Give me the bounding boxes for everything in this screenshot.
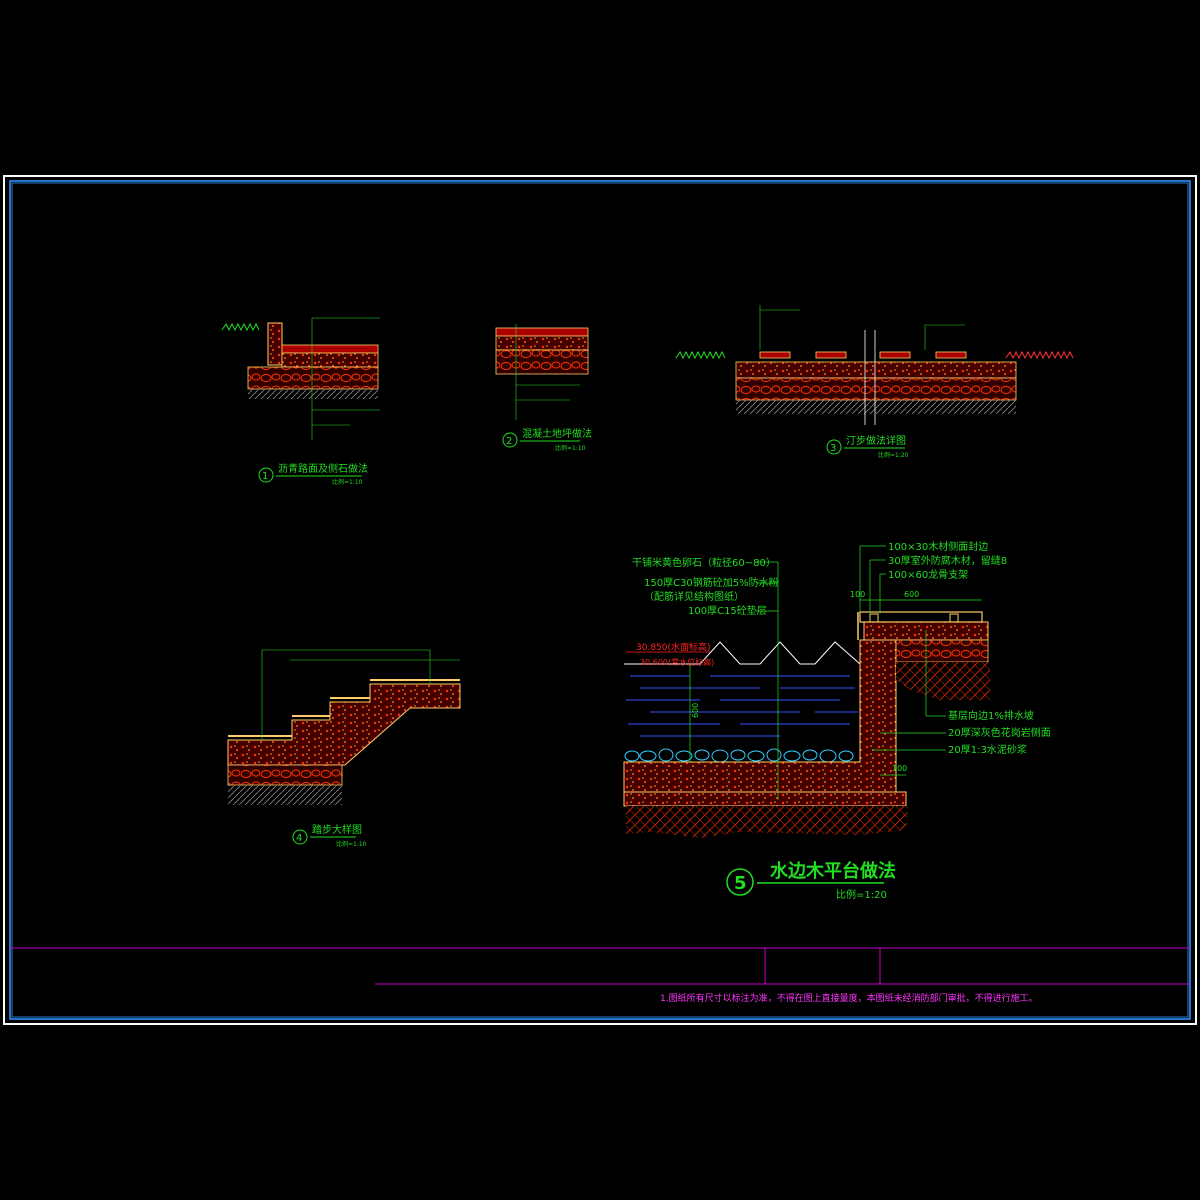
- label-cushion: 100厚C15砼垫层: [688, 604, 767, 617]
- title-block-note: 1.图纸所有尺寸以标注为准，不得在图上直接量度，本图纸未经消防部门审批，不得进行…: [660, 992, 1038, 1004]
- detail-scale: 比例=1:10: [336, 840, 367, 848]
- label-decking: 30厚室外防腐木材，留缝8: [888, 554, 1007, 567]
- grass-line: [1005, 350, 1074, 360]
- sand-layer: [735, 361, 1017, 379]
- detail-scale: 比例=1:20: [878, 451, 909, 459]
- rubble-layer: [735, 377, 1017, 401]
- water-surface-waves: [624, 641, 861, 665]
- stepping-stone: [759, 351, 791, 359]
- stair-body: [227, 683, 461, 766]
- detail-number: 5: [734, 873, 747, 894]
- soil-layer: [248, 389, 378, 399]
- detail-1: 1 沥青路面及侧石做法 比例=1:10: [221, 317, 380, 486]
- detail-number: 1: [262, 471, 268, 482]
- label-mortar: 20厚1:3水泥砂浆: [948, 743, 1027, 756]
- stepping-stone: [879, 351, 911, 359]
- wood-deck: [859, 611, 983, 623]
- soil-right: [896, 662, 990, 700]
- stepping-stone: [935, 351, 967, 359]
- deck-joist: [949, 613, 959, 623]
- detail-number: 3: [830, 443, 836, 454]
- label-pebble: 干铺米黄色卵石（粒径60~80）: [632, 556, 776, 569]
- detail-number: 2: [506, 436, 512, 447]
- detail-3: 3 汀步做法详图 比例=1:20: [675, 305, 1074, 459]
- stepping-stone: [815, 351, 847, 359]
- detail-scale: 比例=1:10: [555, 444, 586, 452]
- soil-mass: [626, 806, 908, 838]
- label-joist: 100×60龙骨支架: [888, 568, 968, 581]
- soil-layer: [736, 400, 1016, 414]
- detail-number-circle: [726, 868, 754, 896]
- inner-border-2: [11, 182, 1189, 1018]
- grass-line: [221, 322, 260, 332]
- label-concrete: 150厚C30钢筋砼加5%防水粉: [644, 576, 779, 589]
- rubble-base: [227, 764, 343, 786]
- gravel-fill: [895, 639, 989, 663]
- asphalt-layer: [281, 344, 379, 354]
- soil-layer: [228, 785, 342, 805]
- dim-label-100-bottom: 100: [892, 764, 907, 773]
- subbase-layer: [247, 366, 379, 390]
- detail-scale: 比例=1:10: [332, 478, 363, 486]
- concrete-mid: [495, 335, 589, 351]
- detail-scale: 比例=1:20: [836, 888, 887, 901]
- detail-5: 100 600 600 100 30.850(水面标高) 30.600(常水位标…: [623, 540, 1051, 901]
- inner-border: [9, 180, 1191, 1020]
- detail-number-circle: [502, 432, 518, 448]
- grass-line: [675, 350, 726, 360]
- dim-label-600-top: 600: [904, 590, 919, 599]
- outer-frame: [3, 175, 1197, 1025]
- detail-title: 沥青路面及侧石做法: [278, 462, 368, 475]
- rubble-base: [495, 349, 589, 375]
- detail-title: 混凝土地坪做法: [522, 427, 592, 440]
- dim-label-100-top: 100: [850, 590, 865, 599]
- water-level-low: 30.600(常水位标高): [640, 657, 714, 667]
- label-granite: 20厚深灰色花岗岩侧面: [948, 726, 1051, 739]
- water-lines: [626, 675, 858, 737]
- detail-number-circle: [258, 467, 274, 483]
- water-level-high: 30.850(水面标高): [636, 641, 711, 653]
- pebble-layer: [624, 748, 854, 763]
- deck-joist: [869, 613, 879, 623]
- detail-title: 汀步做法详图: [846, 434, 906, 447]
- water-body: [624, 664, 860, 756]
- detail-number-circle: [292, 829, 308, 845]
- detail-title: 水边木平台做法: [770, 860, 896, 882]
- dim-label-depth: 600: [691, 703, 700, 718]
- stair-finish: [228, 679, 460, 737]
- base-layer: [281, 352, 379, 368]
- label-drain-slope: 基层向边1%排水坡: [948, 709, 1034, 722]
- concrete-top: [495, 327, 589, 337]
- curb-stone: [267, 322, 283, 366]
- label-side-trim: 100×30木材侧面封边: [888, 540, 988, 553]
- detail-4: 4 踏步大样图 比例=1:10: [227, 649, 461, 848]
- detail-number-circle: [826, 439, 842, 455]
- detail-number: 4: [296, 833, 302, 844]
- base-layer: [623, 791, 907, 807]
- detail-2: 2 混凝土地坪做法 比例=1:10: [495, 324, 592, 452]
- label-reinforcement: （配筋详见结构图纸）: [644, 590, 744, 603]
- detail-title: 踏步大样图: [312, 823, 362, 836]
